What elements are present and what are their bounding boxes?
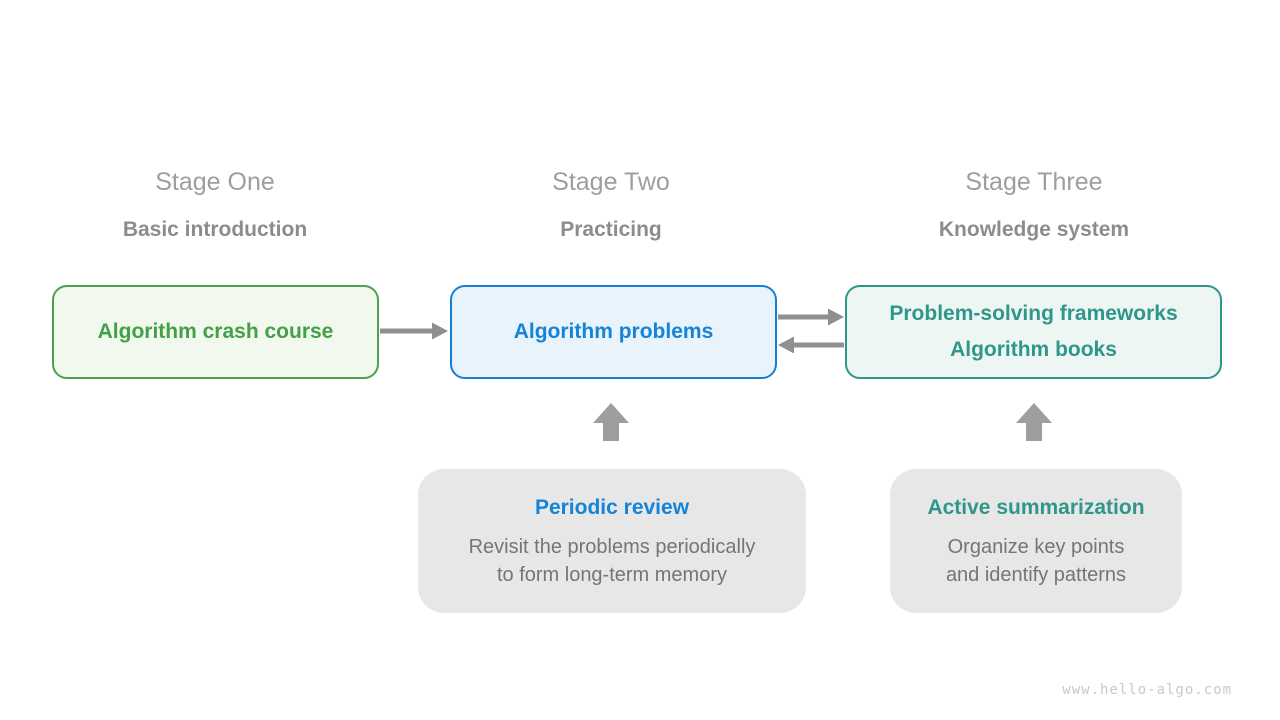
stage-one-title: Stage One [155, 168, 275, 196]
stage-three-header: Stage Three Knowledge system [854, 168, 1214, 242]
arrow-left-icon [778, 335, 844, 355]
stage-three-subtitle: Knowledge system [938, 218, 1130, 241]
stage-one-subtitle: Basic introduction [122, 218, 308, 241]
note-body-line: Organize key points [947, 535, 1125, 558]
arrow-up-icon [1016, 403, 1052, 441]
note-periodic-review: Periodic review Revisit the problems per… [418, 469, 806, 613]
stage-two-subtitle: Practicing [560, 218, 662, 241]
watermark-url: www.hello-algo.com [1062, 682, 1232, 698]
stage-one-header: Stage One Basic introduction [35, 168, 395, 242]
stage-two-header: Stage Two Practicing [431, 168, 791, 242]
node-algorithm-problems: Algorithm problems [450, 285, 777, 379]
note-active-summarization: Active summarization Organize key points… [890, 469, 1182, 613]
arrow-right-icon [778, 307, 844, 327]
note-body: Organize key points and identify pattern… [946, 533, 1126, 589]
node-label: Algorithm books [950, 338, 1117, 361]
note-title: Active summarization [927, 495, 1145, 519]
node-label: Problem-solving frameworks [889, 302, 1178, 325]
note-body-line: and identify patterns [945, 563, 1127, 586]
arrow-up-icon [593, 403, 629, 441]
arrow-right-icon [380, 321, 448, 341]
node-algorithm-crash-course: Algorithm crash course [52, 285, 379, 379]
stage-three-title: Stage Three [965, 168, 1103, 196]
note-body-line: Revisit the problems periodically [468, 535, 756, 558]
note-body: Revisit the problems periodically to for… [469, 533, 756, 589]
node-label: Algorithm problems [513, 320, 714, 343]
note-title: Periodic review [534, 495, 690, 519]
stage-two-title: Stage Two [552, 168, 670, 196]
node-knowledge-system: Problem-solving frameworks Algorithm boo… [845, 285, 1222, 379]
node-label: Algorithm crash course [97, 320, 334, 343]
note-body-line: to form long-term memory [496, 563, 728, 586]
